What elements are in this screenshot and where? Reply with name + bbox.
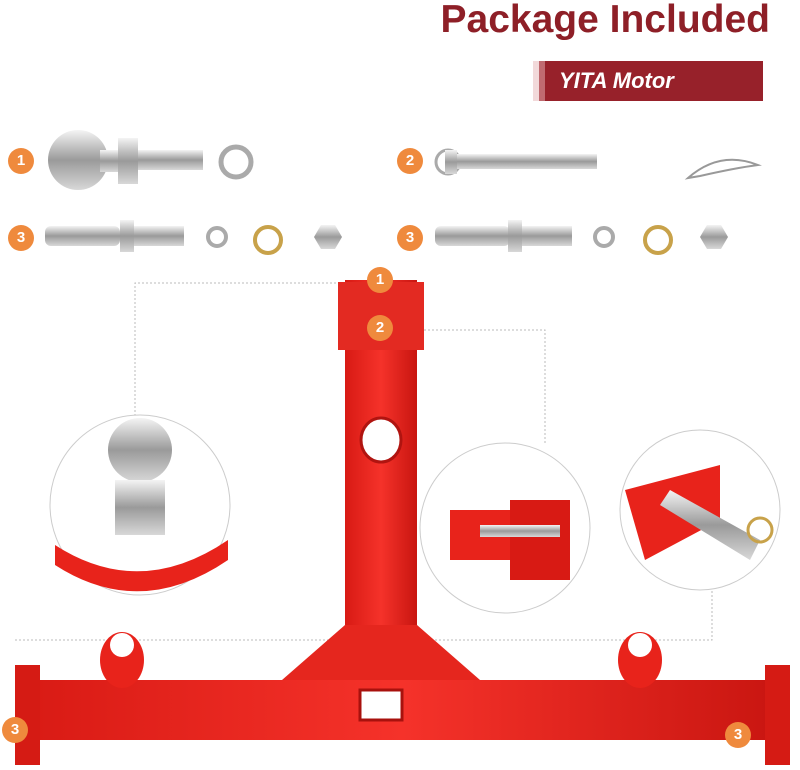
badge-3-frame-right: 3: [725, 722, 751, 748]
washer-left: [206, 226, 228, 248]
badge-3-right-pin: 3: [397, 225, 423, 251]
brand-name: YITA Motor: [559, 68, 674, 93]
lock-washer: [218, 144, 254, 180]
r-clip: [684, 158, 759, 180]
nut-right: [700, 225, 728, 249]
washer-right: [593, 226, 615, 248]
badge-1-frame: 1: [367, 267, 393, 293]
lynch-pin-right: [643, 225, 673, 255]
hitch-pin: [434, 148, 597, 176]
detail-lower-pin: [619, 429, 781, 591]
leader-lines: [15, 282, 713, 641]
badge-3-left-pin: 3: [8, 225, 34, 251]
lower-pin-right: [435, 220, 572, 252]
detail-ball-mount: [49, 414, 231, 596]
badge-2-frame: 2: [367, 315, 393, 341]
brand-logo: YITA Motor: [533, 61, 763, 101]
detail-top-pin: [419, 442, 591, 614]
nut-left: [314, 225, 342, 249]
badge-2-pin: 2: [397, 148, 423, 174]
badge-3-frame-left: 3: [2, 717, 28, 743]
hitch-ball: [48, 130, 203, 190]
hitch-frame: [15, 280, 790, 765]
page-title: Package Included: [440, 0, 770, 41]
lower-pin-left: [45, 220, 184, 252]
badge-1-ball: 1: [8, 148, 34, 174]
lynch-pin-left: [253, 225, 283, 255]
